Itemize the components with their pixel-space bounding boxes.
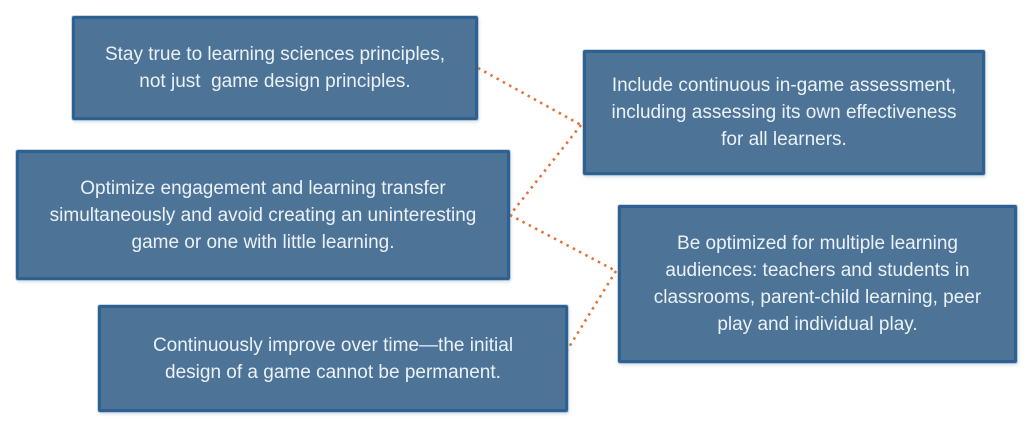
principle-card-learning-sciences: Stay true to learning sciences principle… [72,16,478,120]
principle-card-engagement-transfer: Optimize engagement and learning transfe… [16,150,510,280]
principle-card-ingame-assessment: Include continuous in-game assessment, i… [583,50,985,175]
connector-line-3 [509,213,617,273]
principle-card-multiple-audiences: Be optimized for multiple learning audie… [618,205,1017,363]
connector-line-1 [477,66,582,127]
connector-line-2 [508,124,583,216]
principle-card-continuous-improvement: Continuously improve over time—the initi… [98,305,568,412]
connector-line-4 [564,270,618,353]
